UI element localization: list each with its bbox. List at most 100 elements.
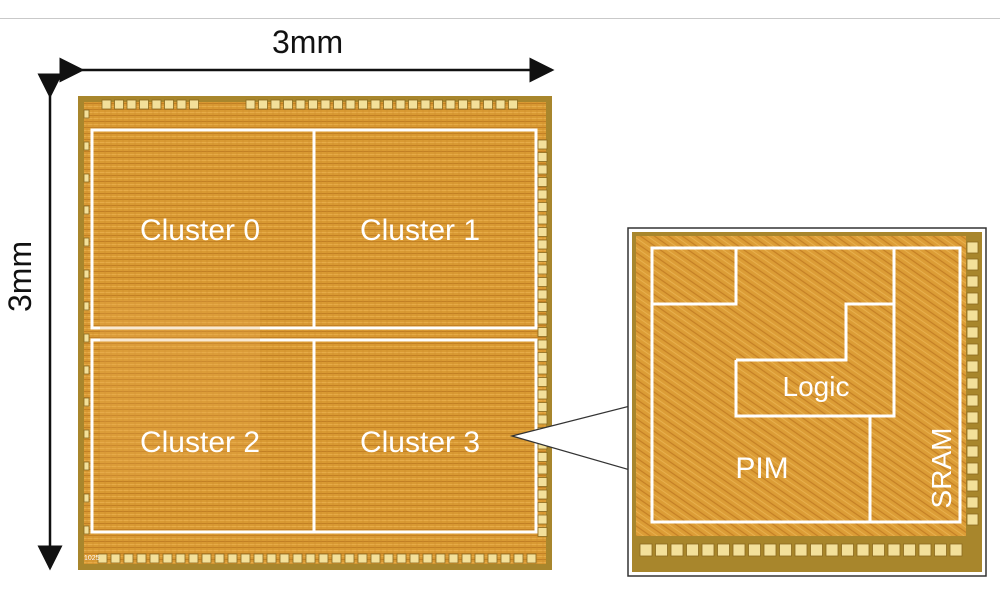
bond-pad <box>344 553 355 564</box>
bond-pad <box>508 99 518 110</box>
bond-pad <box>83 109 90 119</box>
bond-pad <box>537 477 548 487</box>
bond-pad <box>537 164 548 175</box>
cluster-0-label: Cluster 0 <box>140 214 260 247</box>
bond-pad <box>537 139 548 150</box>
bond-pad <box>966 462 979 475</box>
bond-pad <box>97 553 108 564</box>
chip-die: Cluster 0 Cluster 1 Cluster 2 Cluster 3 … <box>78 96 552 570</box>
bond-pad <box>240 553 251 564</box>
cluster-1-label: Cluster 1 <box>360 214 480 247</box>
bond-pad <box>949 543 963 557</box>
bond-pad <box>83 173 90 183</box>
bond-pad <box>420 99 431 110</box>
bond-pad <box>639 543 653 557</box>
bond-pad <box>748 543 761 557</box>
die-reflection-highlight <box>100 300 260 480</box>
bond-pad <box>149 553 160 564</box>
top-divider <box>0 18 1000 19</box>
bond-pad <box>841 543 854 557</box>
bond-pad <box>537 239 548 250</box>
inset-die-body <box>636 236 966 536</box>
bond-pad <box>537 202 548 212</box>
bond-pad <box>537 389 548 400</box>
bond-pad <box>701 543 715 557</box>
bond-pad <box>966 258 979 271</box>
bond-pad <box>495 99 506 110</box>
bond-pad <box>537 314 548 325</box>
bond-pad <box>227 553 238 564</box>
die-corner-marking: 1025 <box>84 555 100 562</box>
bond-pad <box>872 543 885 557</box>
bond-pad <box>537 152 548 162</box>
bond-pad <box>903 543 916 557</box>
bond-pad <box>422 553 433 564</box>
bond-pad <box>537 489 548 500</box>
cluster-3-label: Cluster 3 <box>360 426 480 459</box>
bond-pad <box>670 543 684 557</box>
bond-pad <box>83 301 90 311</box>
bond-pad <box>83 525 90 535</box>
cluster-2-label: Cluster 2 <box>140 426 260 459</box>
bond-pad <box>408 99 418 110</box>
width-dimension-label: 3mm <box>272 24 344 60</box>
zoom-inset: Logic PIM SRAM <box>627 227 987 577</box>
bond-pad <box>175 553 186 564</box>
bond-pad <box>189 99 199 110</box>
bond-pad <box>966 428 979 441</box>
bond-pad <box>164 99 174 110</box>
bond-pad <box>110 553 121 564</box>
bond-pad <box>83 141 90 151</box>
bond-pad <box>500 553 511 564</box>
bond-pad <box>655 543 668 557</box>
bond-pad <box>537 252 548 262</box>
bond-pad <box>966 326 979 339</box>
bond-pad <box>966 360 979 373</box>
bond-pad <box>357 553 368 564</box>
bond-pad <box>461 553 472 564</box>
bond-pad <box>537 277 548 287</box>
bond-pad <box>537 264 548 275</box>
bond-pad <box>537 227 548 237</box>
bond-pad <box>279 553 290 564</box>
bond-pad <box>176 99 187 110</box>
bond-pad <box>686 543 699 557</box>
bond-pad <box>136 553 147 564</box>
bond-pad <box>292 553 303 564</box>
bond-pad <box>383 553 394 564</box>
bond-pad <box>526 553 537 564</box>
bond-pad <box>537 414 548 425</box>
bond-pad <box>794 543 808 557</box>
bond-pad <box>537 302 548 312</box>
bond-pad <box>966 513 979 526</box>
inset-region-outline <box>650 246 962 524</box>
bond-pad <box>537 402 548 412</box>
bond-pad <box>474 553 485 564</box>
bond-pad <box>537 289 548 300</box>
bond-pad <box>308 99 318 110</box>
bond-pad <box>295 99 306 110</box>
bond-pad <box>188 553 199 564</box>
bond-pad <box>318 553 329 564</box>
bond-pad <box>966 394 979 407</box>
bond-pad <box>487 553 498 564</box>
bond-pad <box>717 543 730 557</box>
bond-pad <box>966 343 979 356</box>
bond-pad <box>537 514 548 525</box>
bond-pad <box>537 364 548 375</box>
bond-pad <box>966 479 979 492</box>
bond-pad <box>934 543 947 557</box>
bond-pad <box>201 553 212 564</box>
bond-pad <box>966 411 979 424</box>
bond-pad <box>537 352 548 362</box>
bond-pad <box>266 553 277 564</box>
bond-pad <box>537 452 548 462</box>
bond-pad <box>537 339 548 350</box>
inset-bond-pads <box>639 241 979 557</box>
bond-pad <box>966 309 979 322</box>
bond-pad <box>458 99 468 110</box>
bond-pad <box>396 553 407 564</box>
bond-pad <box>966 292 979 305</box>
bond-pad <box>537 177 548 187</box>
bond-pad <box>214 553 225 564</box>
